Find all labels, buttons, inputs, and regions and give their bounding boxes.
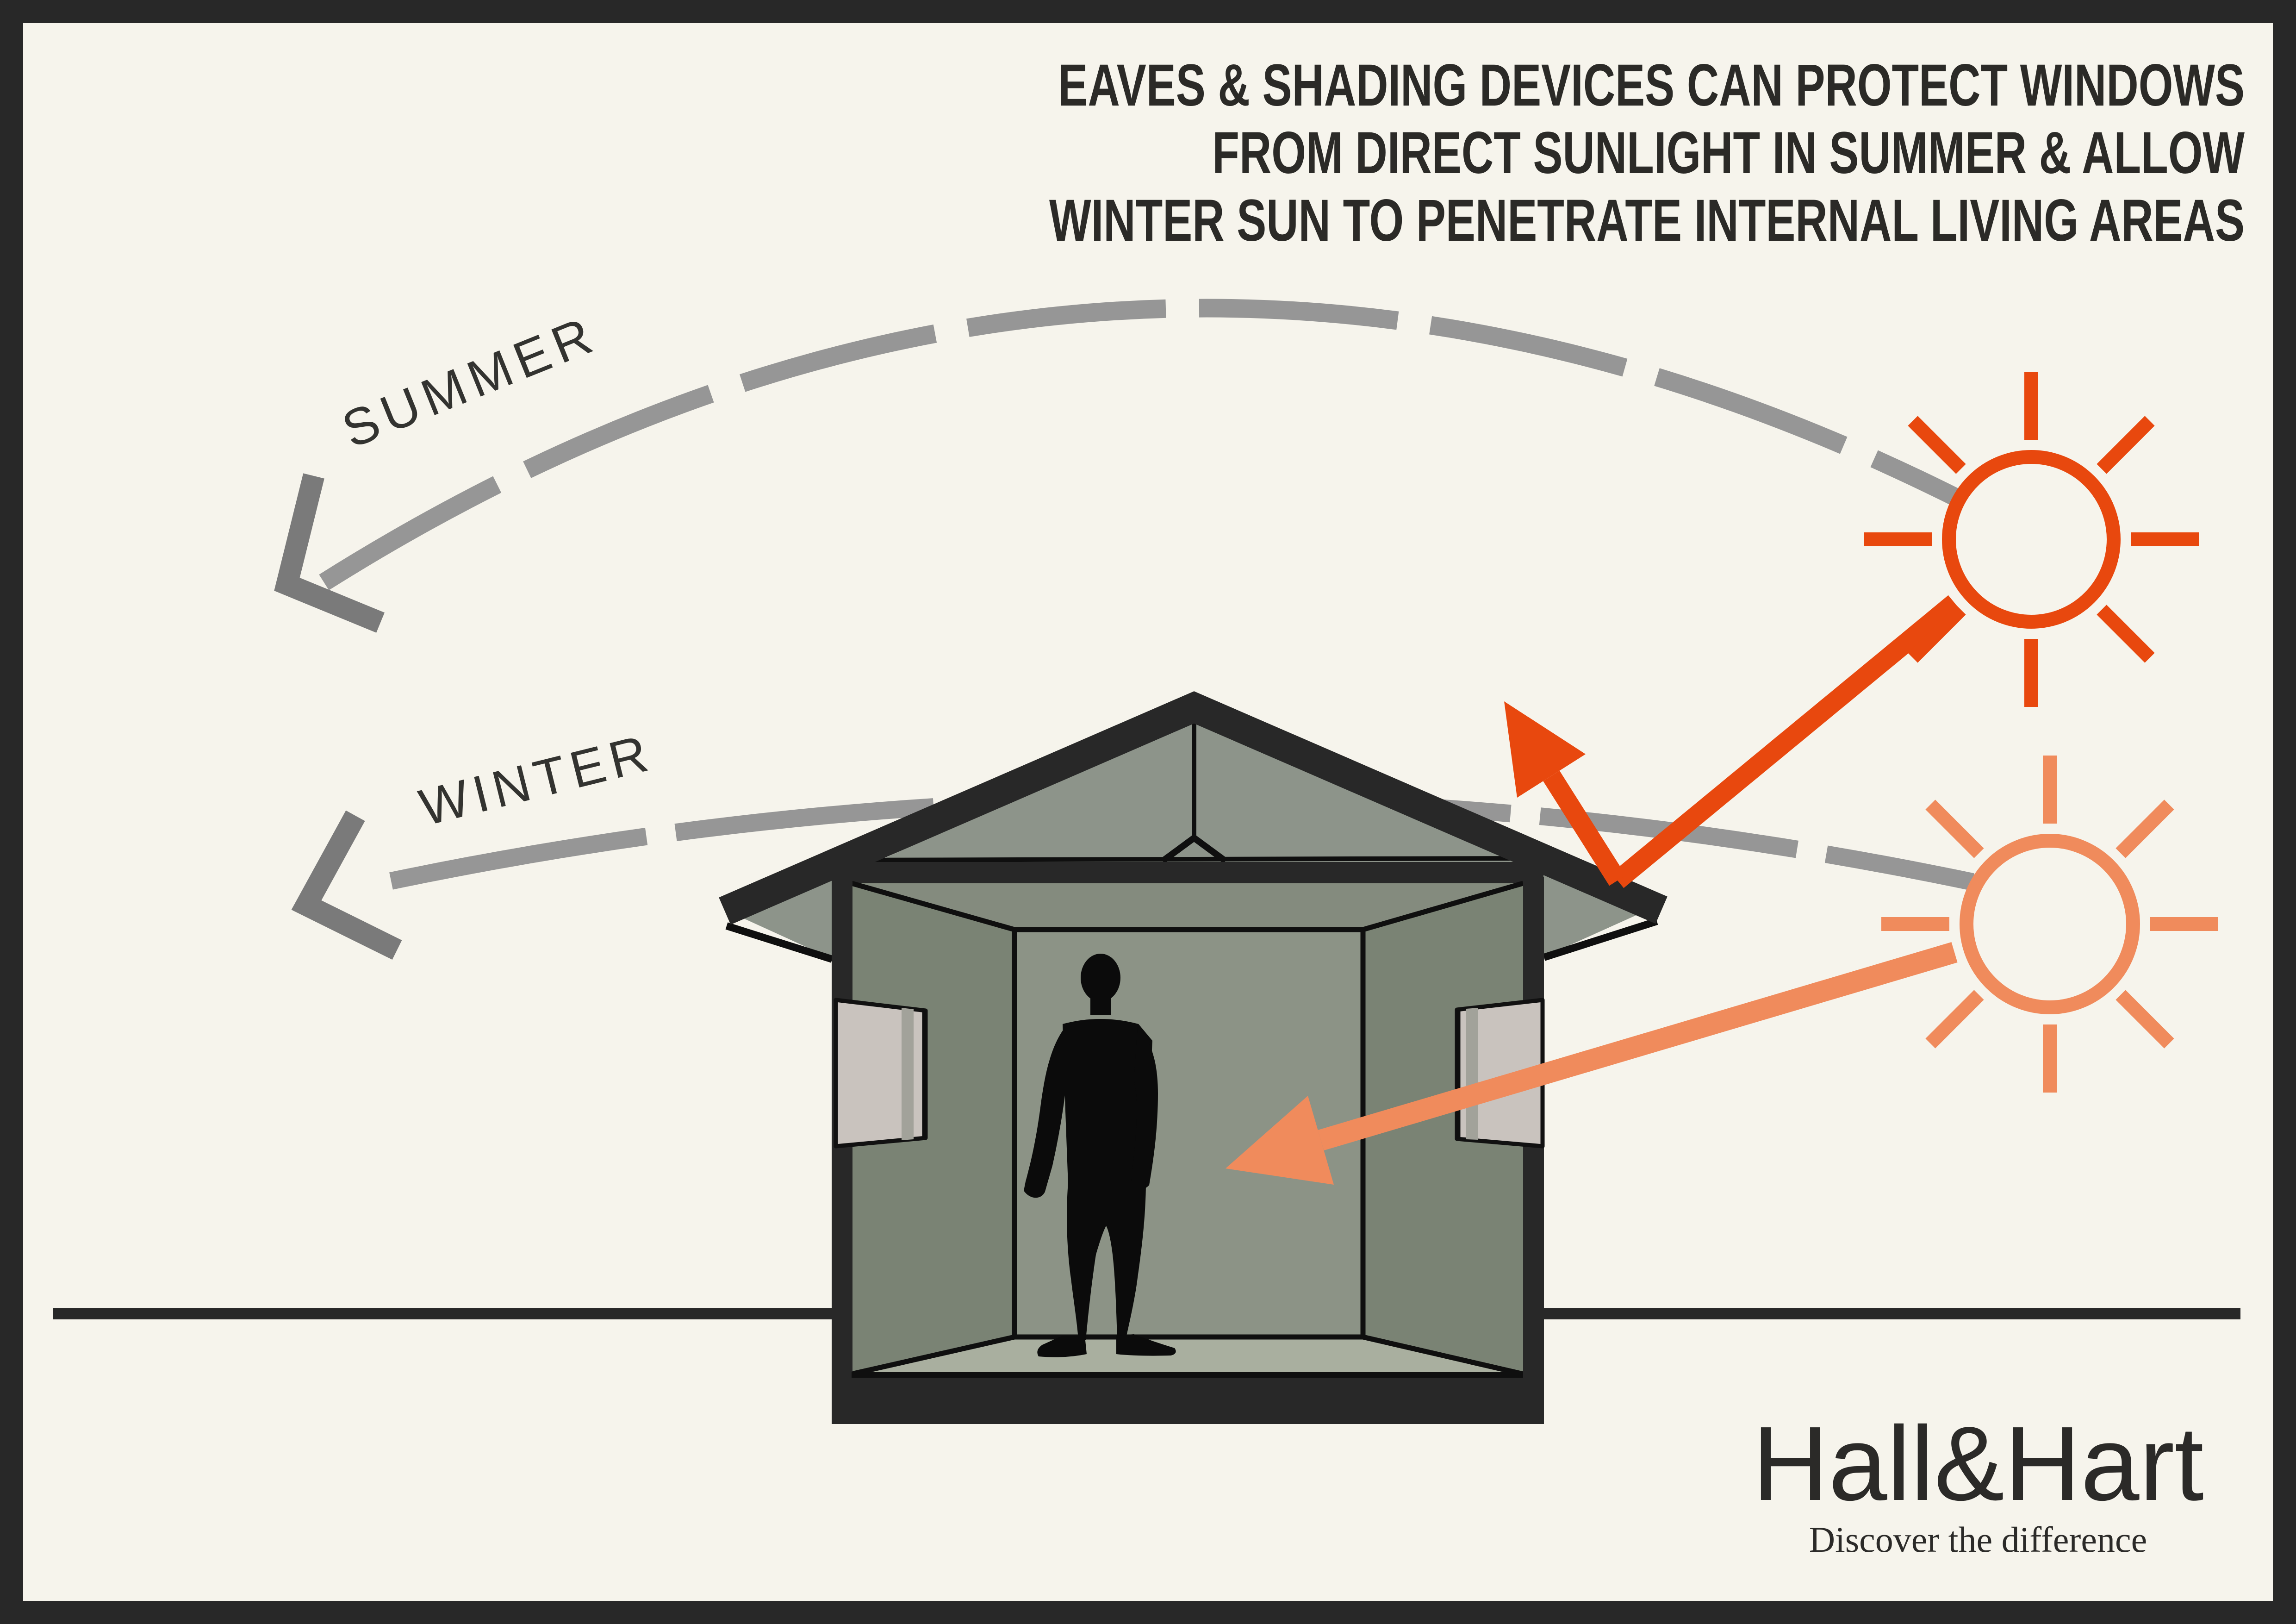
headline-line-3: WINTER SUN TO PENETRATE INTERNAL LIVING … (1049, 187, 2245, 254)
ground-line-right (1543, 1308, 2240, 1319)
winter-sun-icon (1881, 756, 2218, 1093)
summer-sun-icon (1864, 372, 2199, 707)
headline-line-2: FROM DIRECT SUNLIGHT IN SUMMER & ALLOW (1212, 120, 2245, 186)
right-eave-soffit (1543, 876, 1658, 957)
interior-ceiling (852, 883, 1523, 930)
house-cross-section (719, 691, 1668, 1424)
left-window (834, 998, 928, 1149)
brand-logo: Hall&Hart Discover the difference (1752, 1405, 2204, 1560)
eave-beam (833, 862, 1543, 884)
left-eave-soffit (728, 879, 833, 959)
logo-tagline: Discover the difference (1809, 1519, 2147, 1560)
logo-wordmark: Hall&Hart (1752, 1405, 2204, 1523)
person-silhouette (1024, 954, 1176, 1357)
right-cut-wall (1523, 877, 1544, 1424)
summer-sun-path (274, 299, 1965, 633)
floor-slab (832, 1375, 1544, 1424)
winter-label: WINTER (414, 723, 659, 837)
headline: EAVES & SHADING DEVICES CAN PROTECT WIND… (1049, 52, 2245, 254)
winter-penetrating-ray (1318, 942, 1958, 1151)
summer-sun-rays (1864, 372, 2199, 707)
roof-hip-triangle (1160, 834, 1228, 864)
winter-arc-arrowhead-icon (291, 810, 402, 960)
headline-line-1: EAVES & SHADING DEVICES CAN PROTECT WIND… (1058, 52, 2245, 119)
summer-arc-dashed (319, 299, 1965, 590)
summer-arc-arrowhead-icon (274, 473, 385, 633)
summer-incoming-ray (1611, 595, 1961, 888)
summer-ray (1504, 595, 1961, 888)
summer-reflected-arrowhead-icon (1504, 701, 1586, 798)
roof-fascia (719, 691, 1668, 925)
right-soffit-edge (1543, 918, 1658, 961)
left-window-stripe (902, 1008, 914, 1140)
ground-line-left (53, 1308, 833, 1319)
summer-reflected-ray (1543, 770, 1626, 886)
interior-floor (852, 1337, 1523, 1376)
winter-arrowhead-icon (1226, 1096, 1334, 1185)
right-window-stripe (1466, 1008, 1478, 1140)
right-window (1455, 998, 1545, 1149)
left-soffit-edge (725, 922, 834, 963)
gable-base-line (846, 856, 1532, 862)
summer-label: SUMMER (334, 304, 605, 459)
left-cut-wall (832, 879, 852, 1424)
winter-sun-rays (1881, 756, 2218, 1093)
winter-ray (1226, 942, 1958, 1185)
